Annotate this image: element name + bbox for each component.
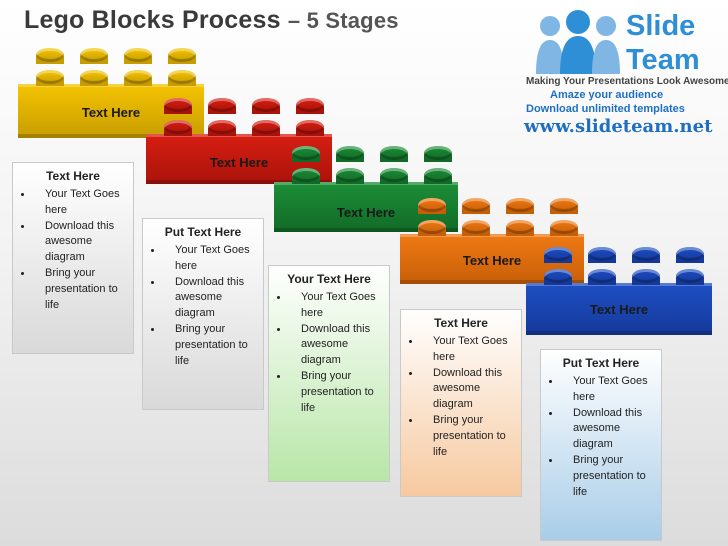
brick-label: Text Here — [81, 105, 141, 120]
brick-stud — [292, 168, 320, 182]
brick-stud — [36, 70, 64, 84]
card-bullet-item: Download this awesome diagram — [421, 366, 515, 413]
card-heading: Put Text Here — [562, 356, 640, 370]
brick-stud — [80, 70, 108, 84]
card-bullet-list: Your Text Goes hereDownload this awesome… — [269, 290, 389, 422]
lego-brick-5: Text Here — [526, 245, 712, 335]
slideteam-logo: Slide Team Making Your Presentations Loo… — [520, 6, 728, 137]
brick-stud — [124, 48, 152, 62]
brick-stud — [462, 198, 490, 212]
brick-body — [526, 283, 712, 335]
brick-stud — [380, 146, 408, 160]
brick-stud — [506, 220, 534, 234]
brick-stud — [588, 269, 616, 283]
brick-stud — [252, 120, 280, 134]
brick-stud — [164, 98, 192, 112]
brick-stud — [550, 198, 578, 212]
brick-stud — [336, 168, 364, 182]
brick-stud — [424, 146, 452, 160]
brand-team: Team — [626, 44, 700, 76]
people-logo-icon — [536, 10, 620, 74]
title-main: Lego Blocks Process — [24, 6, 281, 34]
brick-stud — [164, 120, 192, 134]
text-card-4: Text HereYour Text Goes hereDownload thi… — [400, 309, 522, 497]
text-card-5: Put Text HereYour Text Goes hereDownload… — [540, 349, 662, 541]
brick-stud — [506, 198, 534, 212]
card-bullet-item: Your Text Goes here — [33, 187, 127, 219]
card-heading: Text Here — [46, 169, 100, 183]
brick-stud — [168, 48, 196, 62]
brick-stud — [252, 98, 280, 112]
promo-line-2: Download unlimited templates — [526, 103, 685, 115]
card-bullet-item: Your Text Goes here — [289, 290, 383, 322]
card-bullet-item: Download this awesome diagram — [33, 219, 127, 266]
brick-stud — [462, 220, 490, 234]
brick-label: Text Here — [209, 155, 269, 170]
card-bullet-item: Your Text Goes here — [561, 374, 655, 406]
brick-stud — [296, 120, 324, 134]
brick-label: Text Here — [336, 205, 396, 220]
brick-stud — [36, 48, 64, 62]
brick-stud — [296, 98, 324, 112]
brick-stud — [124, 70, 152, 84]
card-bullet-list: Your Text Goes hereDownload this awesome… — [13, 187, 133, 319]
card-bullet-item: Download this awesome diagram — [561, 406, 655, 453]
website-url[interactable]: www.slideteam.net — [524, 116, 713, 137]
brick-stud — [676, 269, 704, 283]
brick-stud — [418, 198, 446, 212]
card-bullet-item: Bring your presentation to life — [163, 322, 257, 369]
card-bullet-item: Bring your presentation to life — [421, 413, 515, 460]
brick-stud — [380, 168, 408, 182]
brick-stud — [588, 247, 616, 261]
text-card-2: Put Text HereYour Text Goes hereDownload… — [142, 218, 264, 410]
card-heading: Your Text Here — [287, 272, 371, 286]
brick-stud — [208, 120, 236, 134]
brick-stud — [208, 98, 236, 112]
text-card-1: Text HereYour Text Goes hereDownload thi… — [12, 162, 134, 354]
brick-stud — [424, 168, 452, 182]
brick-stud — [676, 247, 704, 261]
brick-stud — [80, 48, 108, 62]
card-bullet-list: Your Text Goes hereDownload this awesome… — [541, 374, 661, 506]
brick-stud — [336, 146, 364, 160]
card-bullet-item: Your Text Goes here — [421, 334, 515, 366]
card-bullet-list: Your Text Goes hereDownload this awesome… — [401, 334, 521, 466]
brick-label: Text Here — [589, 302, 649, 317]
brick-stud — [418, 220, 446, 234]
card-bullet-item: Download this awesome diagram — [163, 275, 257, 322]
card-heading: Text Here — [434, 316, 488, 330]
card-bullet-item: Bring your presentation to life — [561, 453, 655, 500]
brick-stud — [544, 269, 572, 283]
promo-line-1: Amaze your audience — [550, 89, 664, 101]
brick-stud — [544, 247, 572, 261]
card-bullet-item: Bring your presentation to life — [289, 369, 383, 416]
card-heading: Put Text Here — [164, 225, 242, 239]
brick-stud — [632, 269, 660, 283]
brick-stud — [550, 220, 578, 234]
card-bullet-item: Bring your presentation to life — [33, 266, 127, 313]
brick-stud — [632, 247, 660, 261]
card-bullet-item: Your Text Goes here — [163, 243, 257, 275]
logo-tagline: Making Your Presentations Look Awesome — [526, 76, 728, 87]
brick-stud — [168, 70, 196, 84]
brick-stud — [292, 146, 320, 160]
brand-slide: Slide — [626, 10, 696, 42]
brick-label: Text Here — [462, 253, 522, 268]
text-card-3: Your Text HereYour Text Goes hereDownloa… — [268, 265, 390, 482]
title-sub: – 5 Stages — [287, 8, 399, 33]
page-title: Lego Blocks Process – 5 Stages — [24, 6, 399, 35]
card-bullet-item: Download this awesome diagram — [289, 322, 383, 369]
card-bullet-list: Your Text Goes hereDownload this awesome… — [143, 243, 263, 375]
